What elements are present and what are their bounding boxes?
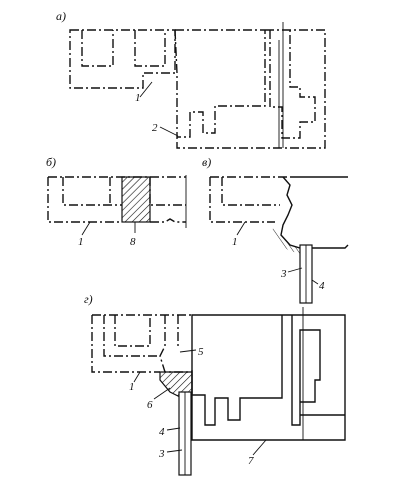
panel-a-contour-1 [69,29,176,89]
panel-g-callout-5: 5 [198,346,204,358]
panel-g-structure-7-inner [191,315,345,426]
panel-g-callout-3: 3 [158,448,165,460]
panel-a: а) 1 2 [56,9,326,149]
panel-a-label: а) [56,9,66,23]
panel-a-callout-2: 2 [152,122,158,134]
panel-g-leader-7 [252,439,267,456]
panel-b-leader-1 [81,221,91,236]
panel-g-callout-4: 4 [159,426,165,438]
panel-v-callout-1: 1 [232,236,238,248]
panel-g-label: г) [84,292,93,306]
panel-g-leader-5 [179,349,197,353]
panel-v: в) 1 3 4 [202,155,349,304]
panel-v-soil-hatch [272,226,300,254]
panel-a-contour-2 [174,29,326,149]
panel-a-right-pillar [269,30,316,139]
panel-g-contour-1 [91,314,192,373]
panel-v-excavation-edge [280,176,349,249]
panel-g-leader-1 [133,371,141,383]
panel-b-label: б) [46,155,56,169]
panel-g: г) 5 1 6 4 3 7 [84,292,346,476]
panel-b-contour-inner [62,177,186,206]
panel-v-callout-3: 3 [280,268,287,280]
panel-b-callout-8: 8 [130,236,136,248]
panel-v-leader-1 [236,221,246,236]
panel-v-callout-4: 4 [319,280,325,292]
panel-b: б) 1 8 [46,155,187,248]
panel-v-contour [209,176,290,223]
panel-g-leader-6 [153,387,171,400]
panel-g-leader-3 [166,449,183,453]
panel-g-contour-5 [159,315,192,373]
panel-b-contour [47,176,186,223]
panel-a-contour-1-inner [81,30,166,67]
panel-v-leader-4 [311,279,319,285]
panel-a-callout-1: 1 [135,92,141,104]
panel-g-callout-7: 7 [248,455,254,467]
panel-g-structure-7 [191,314,346,441]
panel-b-callout-1: 1 [78,236,84,248]
panel-g-callout-6: 6 [147,399,153,411]
panel-v-leader-3 [287,267,303,273]
panel-a-leader-2 [159,126,179,137]
panel-b-plug-8 [121,176,151,223]
panel-g-callout-1: 1 [129,381,135,393]
panel-g-leader-4 [166,427,181,431]
panel-a-leader-1 [139,81,153,98]
panel-v-label: в) [202,155,211,169]
